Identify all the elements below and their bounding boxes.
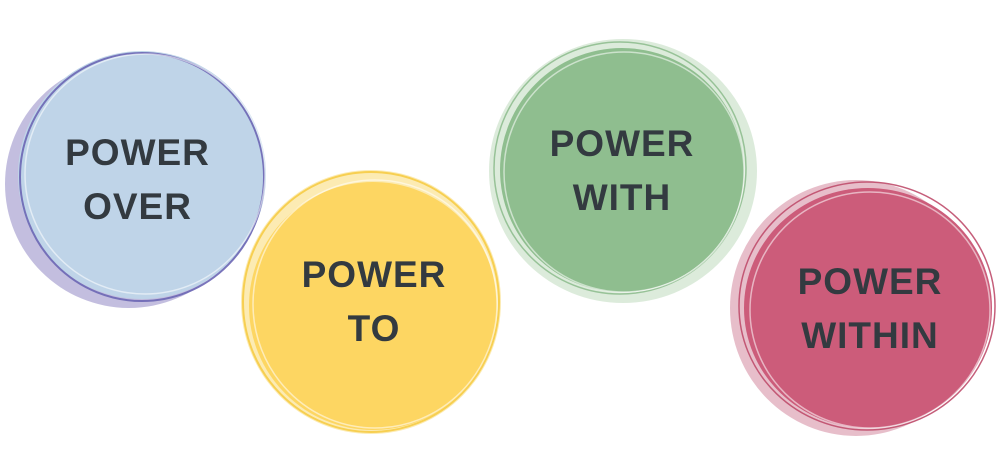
power-within-circle: POWER WITHIN: [728, 178, 998, 440]
power-over-circle-shape: [5, 51, 266, 308]
power-with-circle-shape: [489, 39, 757, 303]
power-to-circle-shape: [241, 170, 501, 434]
power-to-line-1: POWER: [301, 254, 447, 295]
power-over-inner-outline: [24, 53, 266, 295]
power-with-outline: [493, 41, 747, 295]
power-within-inner-outline: [749, 191, 991, 429]
power-to-line-2: TO: [347, 308, 401, 349]
power-with-line-2: WITH: [572, 177, 672, 218]
power-with-label: POWER WITH: [487, 37, 757, 305]
power-to-outline: [242, 171, 500, 433]
power-to-fill: [249, 182, 497, 430]
power-to-label: POWER TO: [240, 166, 508, 438]
power-over-outline: [19, 52, 265, 302]
power-to-inner-outline: [252, 179, 498, 429]
power-with-circle: POWER WITH: [487, 37, 757, 305]
power-over-circle: POWER OVER: [5, 46, 270, 314]
power-within-fill: [744, 188, 992, 428]
power-within-line-1: POWER: [797, 261, 943, 302]
power-over-line-1: POWER: [65, 132, 210, 173]
power-with-inner-outline: [503, 51, 745, 293]
power-within-label: POWER WITHIN: [728, 178, 998, 440]
power-within-line-2: WITHIN: [801, 315, 939, 356]
power-over-fill: [18, 51, 266, 299]
power-over-label: POWER OVER: [5, 46, 270, 314]
power-over-line-2: OVER: [83, 186, 192, 227]
power-with-line-1: POWER: [549, 123, 695, 164]
power-with-fill: [500, 48, 744, 292]
power-within-circle-shape: [730, 180, 996, 436]
power-to-circle: POWER TO: [240, 166, 508, 438]
power-within-outline: [738, 181, 996, 431]
